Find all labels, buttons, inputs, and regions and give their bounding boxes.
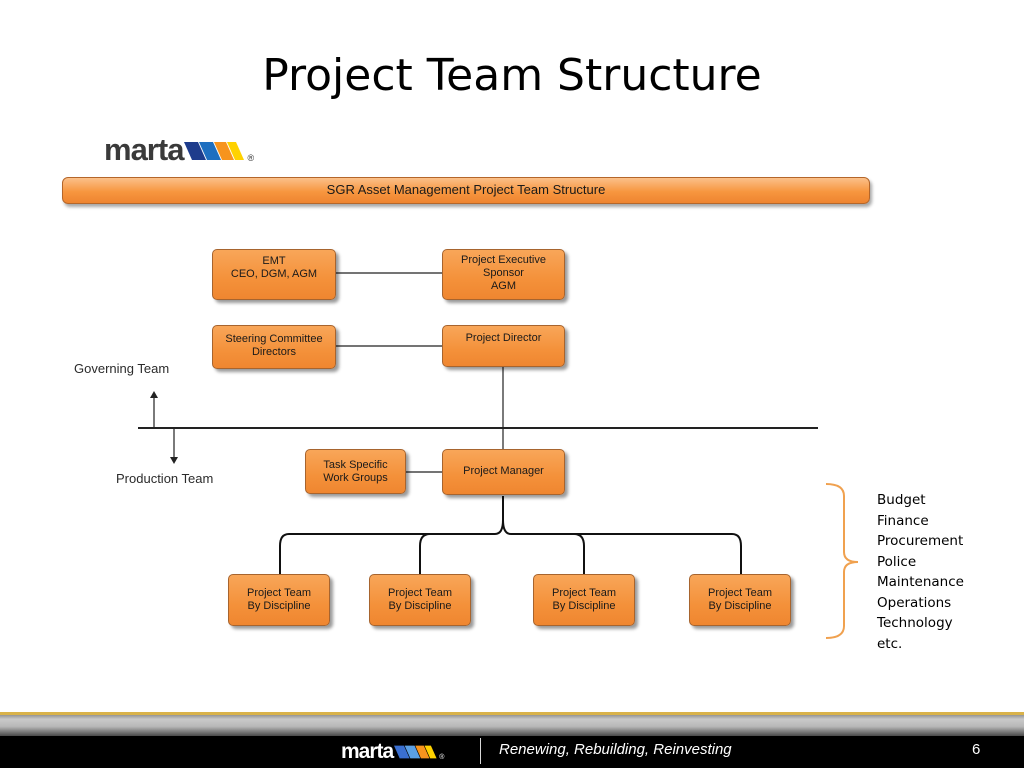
box-line: Task Specific — [323, 458, 388, 471]
emt-box: EMT CEO, DGM, AGM — [212, 249, 336, 300]
governing-team-label: Governing Team — [74, 361, 170, 376]
logo-wordmark: marta — [104, 132, 184, 167]
project-manager-box: Project Manager — [442, 449, 565, 495]
box-line: Directors — [251, 346, 296, 358]
production-team-label: Production Team — [116, 471, 214, 486]
box-line: Sponsor — [483, 267, 524, 279]
production-arrow-head — [170, 457, 178, 464]
steering-committee-box: Steering Committee Directors — [212, 325, 336, 369]
footer-bar — [0, 736, 1024, 768]
project-team-box-4: Project Team By Discipline — [689, 574, 791, 626]
box-line: By Discipline — [388, 600, 452, 612]
footer-stripe — [0, 712, 1024, 736]
box-line: EMT — [262, 255, 286, 267]
connector-manager-trunk — [279, 496, 504, 577]
task-specific-work-groups-box: Task Specific Work Groups — [305, 449, 406, 494]
box-line: CEO, DGM, AGM — [230, 268, 318, 280]
box-line: Project Team — [552, 587, 616, 599]
discipline-item: Procurement — [877, 533, 964, 549]
footer-logo-stripes-icon — [394, 745, 437, 759]
connector-team-2 — [419, 533, 431, 577]
footer-tagline: Renewing, Rebuilding, Reinvesting — [499, 741, 732, 758]
page-number: 6 — [972, 741, 981, 758]
footer-divider — [480, 738, 481, 764]
discipline-item: Maintenance — [877, 574, 964, 590]
footer-gold-line — [0, 712, 1024, 715]
box-line: By Discipline — [708, 600, 772, 612]
connector-manager-right — [502, 519, 742, 577]
registered-mark: ® — [247, 153, 255, 163]
discipline-item: Operations — [877, 594, 952, 611]
project-team-box-1: Project Team By Discipline — [228, 574, 330, 626]
footer-logo-wordmark: marta — [341, 740, 394, 763]
project-team-box-2: Project Team By Discipline — [369, 574, 471, 626]
footer-registered-mark: ® — [439, 754, 445, 761]
project-director-box: Project Director — [442, 325, 565, 367]
discipline-item: Technology — [877, 615, 953, 631]
box-line: Work Groups — [323, 471, 388, 484]
box-line: Steering Committee — [225, 333, 323, 345]
discipline-item: Finance — [877, 512, 929, 529]
project-team-box-3: Project Team By Discipline — [533, 574, 635, 626]
box-line: By Discipline — [247, 600, 311, 612]
box-line: Project Director — [465, 332, 542, 344]
discipline-brace-icon — [825, 483, 859, 639]
slide-title: Project Team Structure — [262, 50, 762, 101]
governing-arrow-head — [150, 391, 158, 398]
box-line: Project Executive — [461, 254, 546, 266]
box-line: By Discipline — [552, 600, 616, 612]
discipline-item: Budget — [877, 492, 926, 508]
box-line: Project Team — [247, 587, 311, 599]
marta-logo: marta ® — [104, 133, 254, 165]
discipline-item: Police — [877, 553, 917, 570]
footer-marta-logo: marta ® — [341, 740, 444, 762]
structure-banner: SGR Asset Management Project Team Struct… — [62, 177, 870, 204]
box-line: AGM — [490, 280, 517, 292]
box-line: Project Team — [388, 587, 452, 599]
box-line: Project Team — [708, 587, 772, 599]
discipline-item: etc. — [877, 635, 903, 652]
discipline-list: Budget Finance Procurement Police Mainte… — [877, 490, 964, 654]
logo-stripes-icon — [184, 142, 245, 160]
project-executive-sponsor-box: Project Executive Sponsor AGM — [442, 249, 565, 300]
connector-team-3 — [573, 533, 585, 577]
box-line: Project Manager — [463, 465, 544, 477]
